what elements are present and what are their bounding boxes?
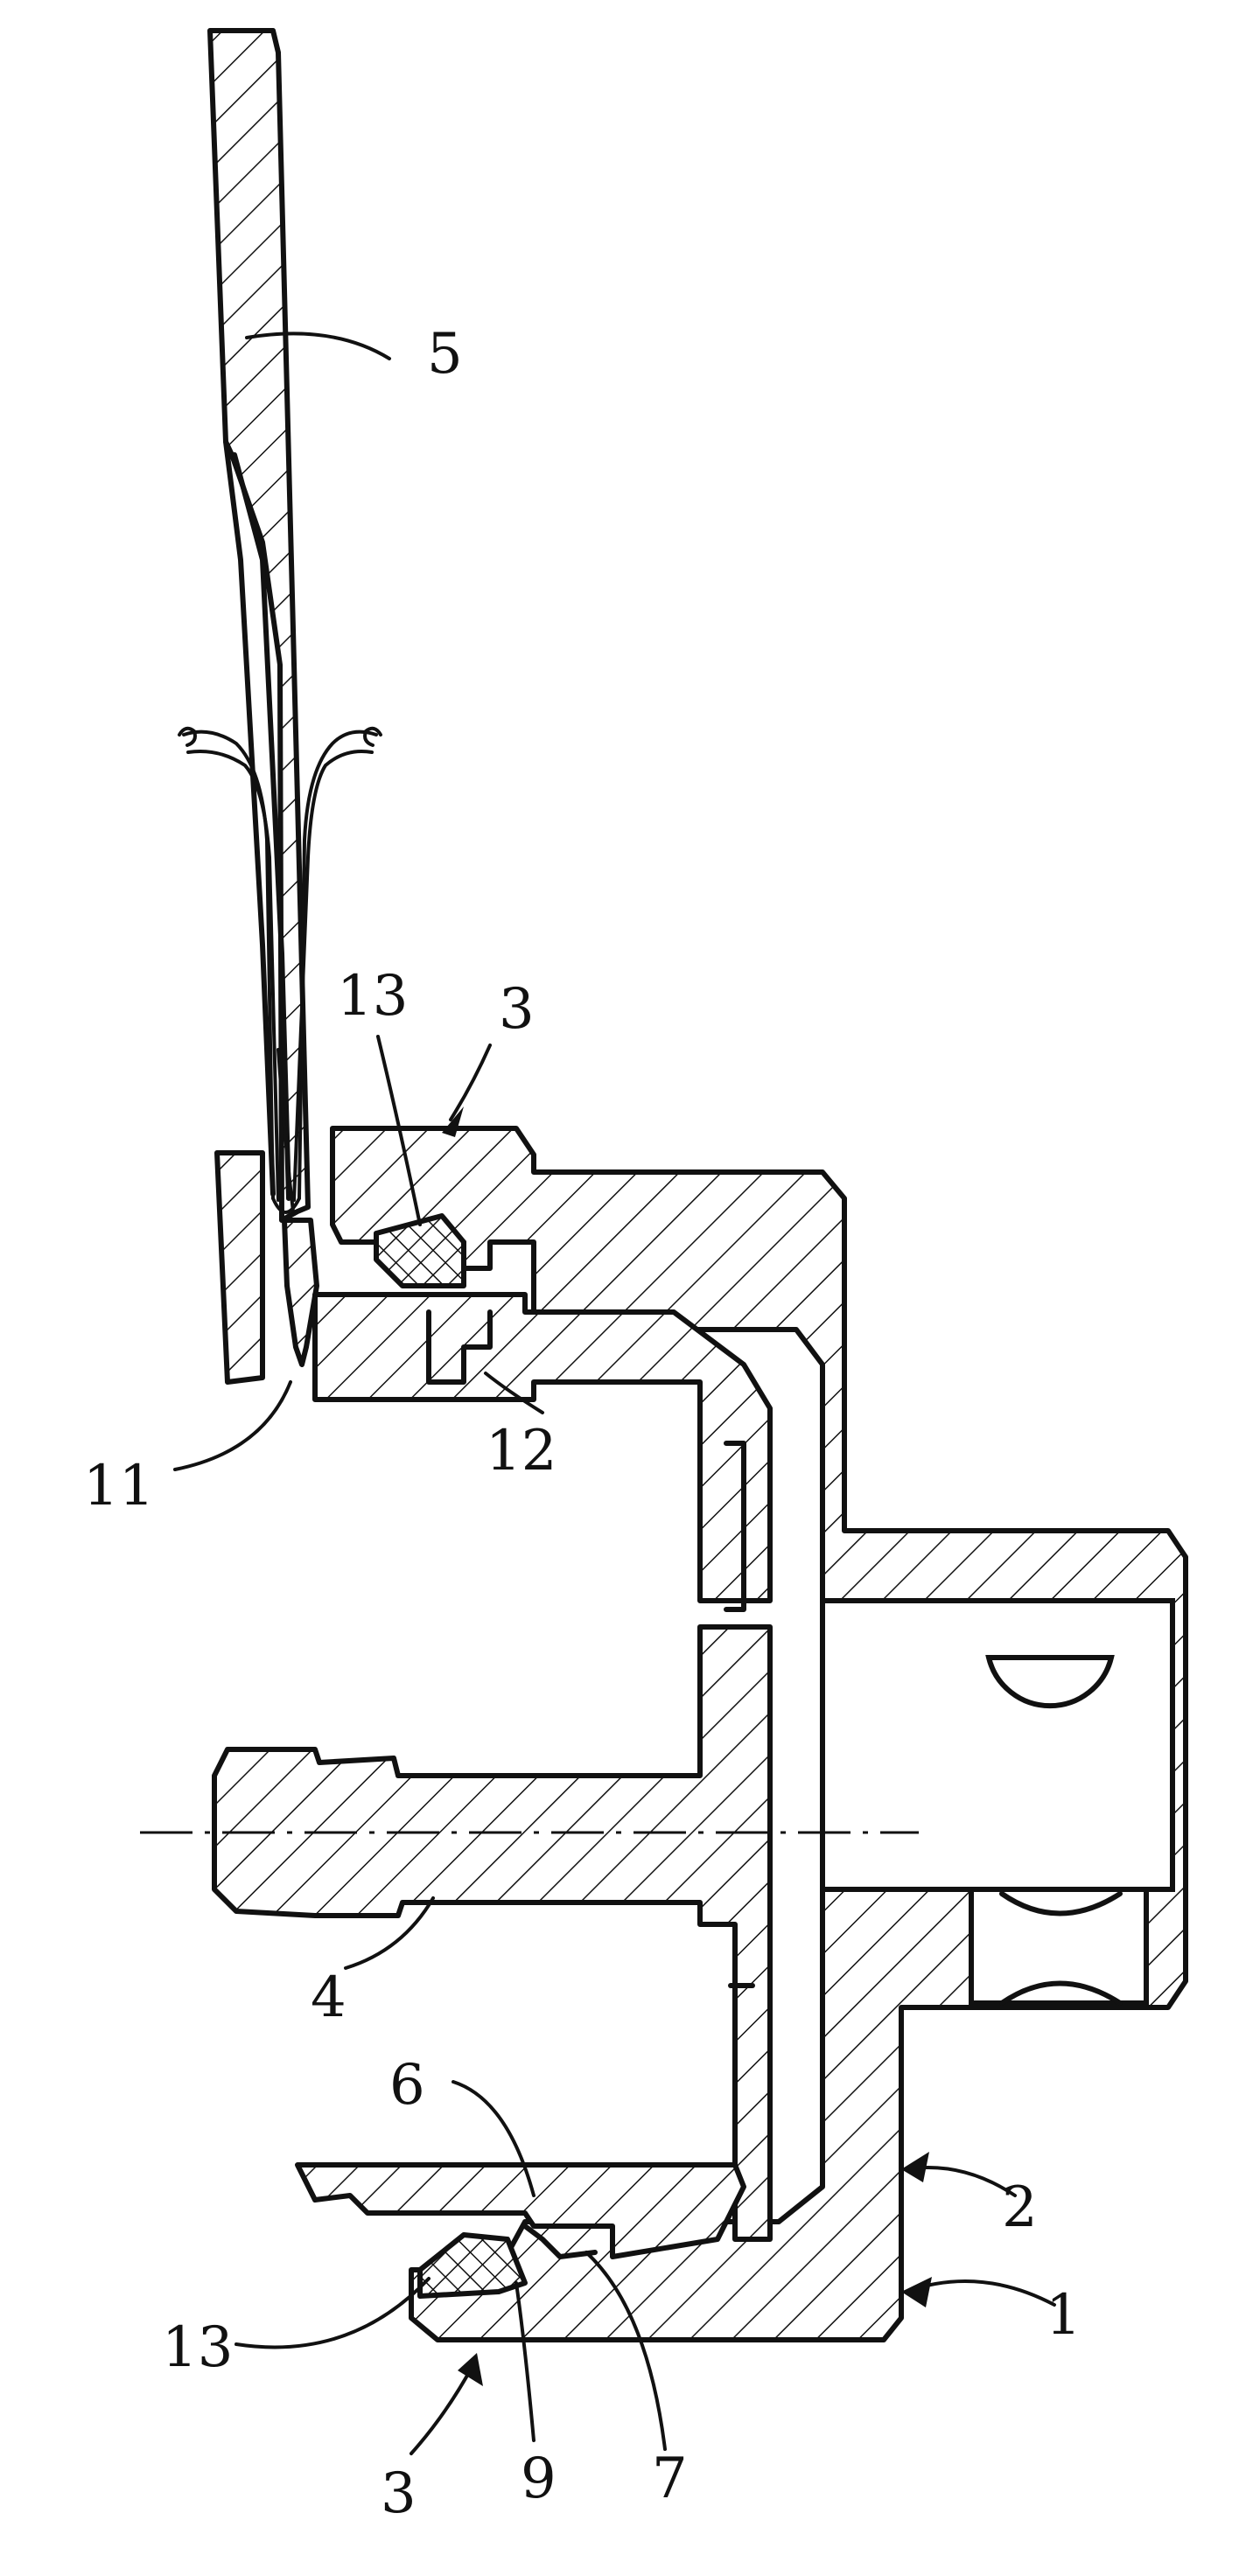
leader-lines — [175, 333, 1054, 2454]
label-7: 7 — [652, 2447, 688, 2511]
guide-plate — [217, 1153, 262, 1382]
label-12: 12 — [486, 1419, 556, 1483]
seal-13-bottom — [420, 2235, 525, 2296]
label-2: 2 — [1002, 2175, 1038, 2240]
label-4: 4 — [311, 1965, 346, 2030]
label-6: 6 — [389, 2053, 425, 2118]
label-1: 1 — [1046, 2283, 1082, 2348]
label-13-bottom: 13 — [162, 2315, 233, 2380]
label-13-top: 13 — [337, 964, 408, 1029]
label-5: 5 — [427, 322, 463, 387]
label-3-bottom: 3 — [381, 2461, 416, 2526]
label-9: 9 — [521, 2447, 556, 2511]
label-3-top: 3 — [499, 977, 535, 1042]
label-11: 11 — [83, 1454, 154, 1518]
